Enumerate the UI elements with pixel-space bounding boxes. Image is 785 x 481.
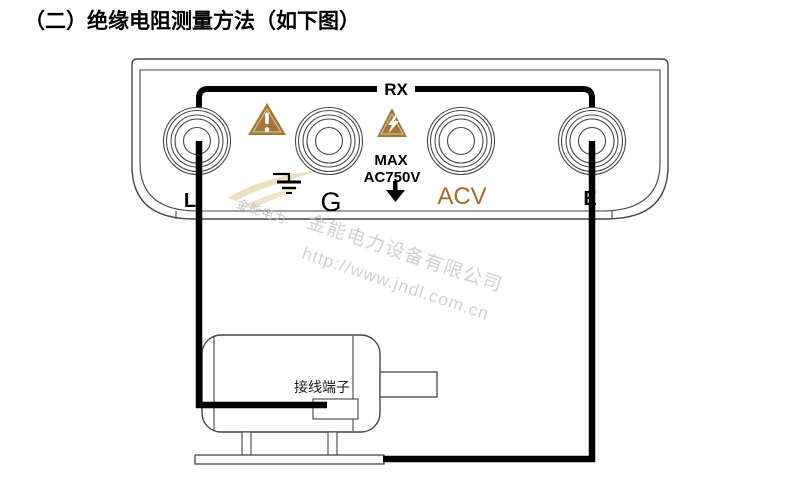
motor-base (194, 454, 385, 465)
motor-terminal-label: 接线端子 (294, 379, 350, 395)
motor-leg-right (327, 431, 338, 456)
terminal-acv-label: ACV (437, 183, 486, 210)
max-voltage-group: MAX AC750V (364, 152, 421, 202)
motor: 接线端子 (194, 334, 438, 465)
page-title: （二）绝缘电阻测量方法（如下图） (24, 10, 360, 33)
insert-plug-icon (386, 181, 405, 202)
ground-icon (273, 172, 301, 194)
watermark-logo: 金能电力 (228, 170, 321, 227)
rx-label: RX (384, 80, 408, 99)
swoosh-icon (228, 170, 321, 201)
warning-icon (248, 103, 286, 135)
watermark-text: 金能电力设备有限公司 http://www.jndl.com.cn (300, 211, 506, 324)
meter-panel (131, 58, 669, 220)
motor-leg-left (241, 431, 252, 456)
panel-outer-edge (131, 58, 669, 220)
terminal-g-label: G (320, 187, 341, 217)
panel-inner-edge (139, 69, 661, 212)
rx-wire: RX (196, 80, 595, 110)
terminal-l-label: L (184, 190, 196, 212)
motor-shaft (379, 371, 438, 398)
earth-lead-line-e (383, 141, 596, 463)
high-voltage-icon (377, 108, 407, 137)
terminal-acv (426, 106, 496, 176)
terminals (162, 106, 627, 176)
max-label: MAX (374, 152, 407, 169)
rx-wire-left (196, 86, 377, 110)
test-lead-line-l (195, 141, 327, 409)
rx-wire-right (415, 86, 595, 110)
terminal-g (294, 106, 364, 176)
voltage-label: AC750V (364, 169, 421, 186)
